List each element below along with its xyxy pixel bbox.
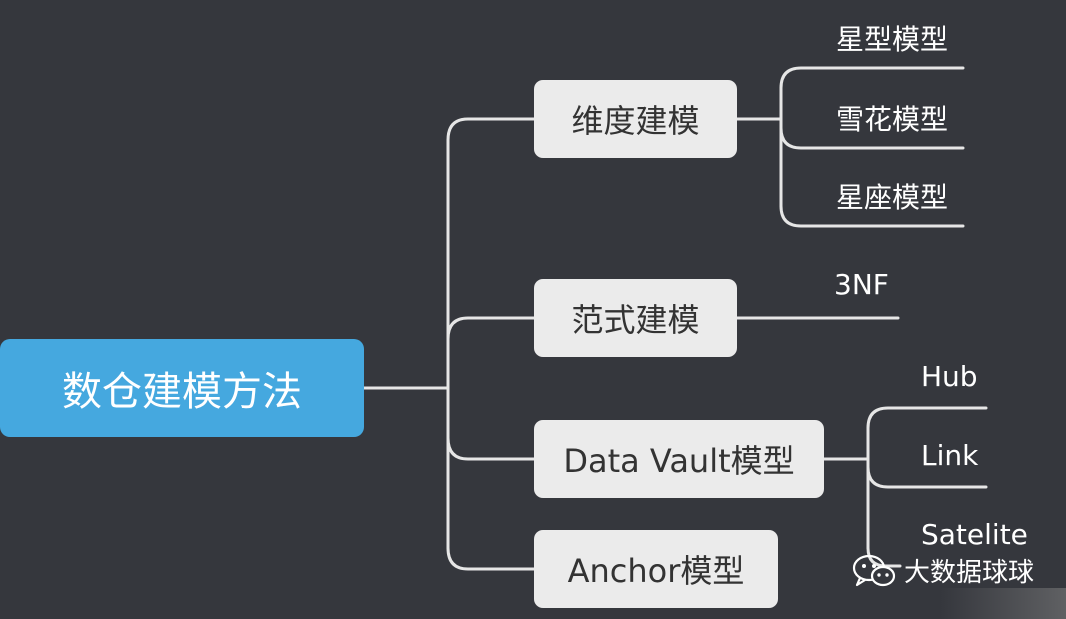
- root-node[interactable]: 数仓建模方法: [0, 339, 364, 437]
- branch-label: Data Vault模型: [563, 442, 795, 480]
- branch-connector-4: [446, 546, 536, 571]
- leaf-star-schema[interactable]: 星型模型: [836, 23, 949, 56]
- branch-connector-3: [446, 436, 536, 461]
- branch-connector-1: [446, 117, 536, 142]
- leaf-connector-3-1: [866, 406, 988, 430]
- leaf-connector-3-2: [866, 465, 988, 489]
- leaf-satelite[interactable]: Satelite: [921, 518, 1028, 551]
- leaf-connector-1-3: [779, 204, 965, 228]
- branch-node-normal-form[interactable]: 范式建模: [534, 279, 737, 357]
- leaf-hub[interactable]: Hub: [921, 360, 978, 393]
- root-label: 数仓建模方法: [62, 369, 302, 415]
- leaf-link[interactable]: Link: [921, 439, 979, 472]
- branch-node-dimensional[interactable]: 维度建模: [534, 80, 737, 158]
- wechat-icon: [852, 554, 896, 586]
- leaf-connector-1-1: [779, 66, 965, 90]
- leaf-connector-1-2: [779, 126, 965, 150]
- leaf-constellation-schema[interactable]: 星座模型: [836, 181, 949, 214]
- watermark-text: 大数据球球: [904, 558, 1035, 588]
- branch-label: Anchor模型: [567, 552, 745, 590]
- branch-label: 维度建模: [571, 102, 700, 140]
- branch-node-anchor[interactable]: Anchor模型: [534, 530, 778, 608]
- branch-node-data-vault[interactable]: Data Vault模型: [534, 420, 824, 498]
- branch-connector-2: [446, 316, 536, 341]
- watermark: 大数据球球: [852, 552, 1034, 589]
- watermark-backdrop: [940, 588, 1066, 619]
- branch-label: 范式建模: [571, 301, 700, 339]
- leaf-snowflake-schema[interactable]: 雪花模型: [836, 103, 949, 136]
- leaf-3nf[interactable]: 3NF: [834, 268, 889, 301]
